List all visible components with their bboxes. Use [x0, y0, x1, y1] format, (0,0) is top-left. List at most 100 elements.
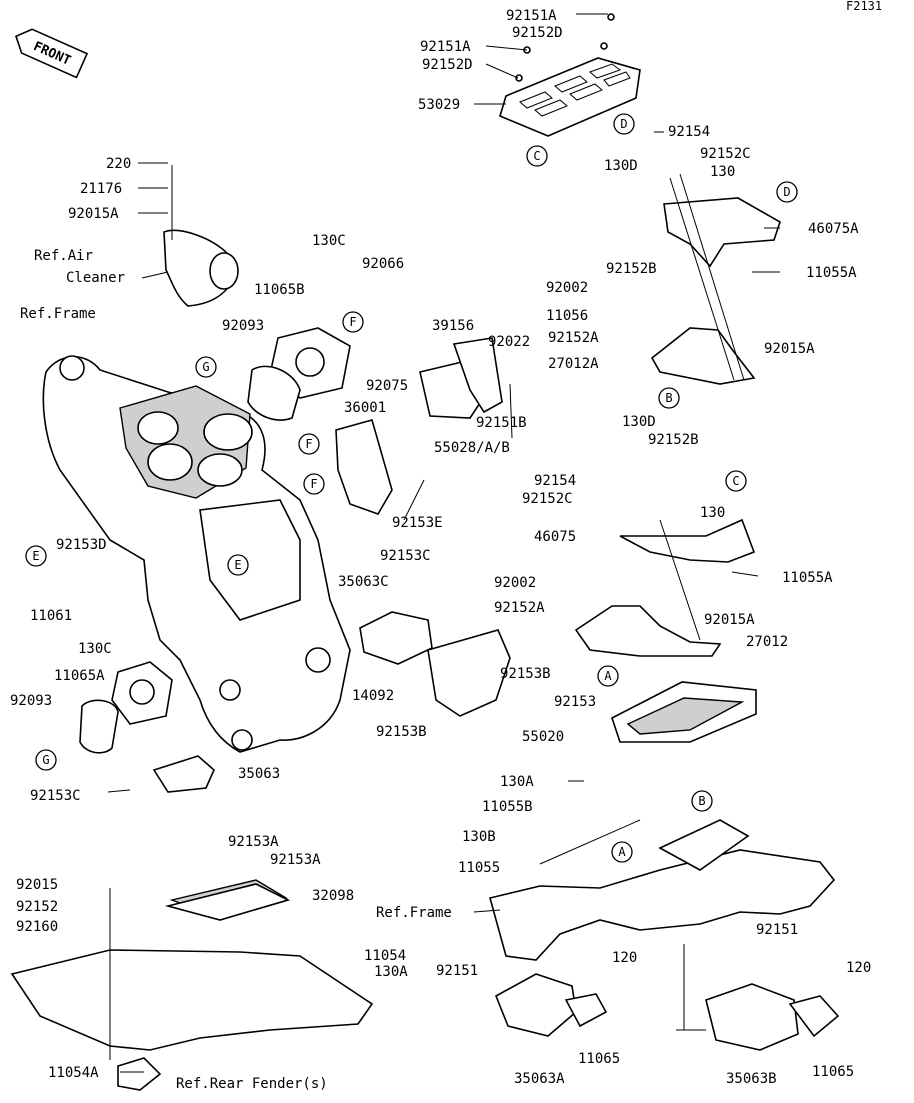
label-36001: 36001 — [344, 400, 386, 416]
svg-text:A: A — [604, 669, 612, 683]
label-92153E: 92153E — [392, 515, 443, 531]
label-92151B: 92151B — [476, 415, 527, 431]
label-130-mid: 130 — [700, 505, 725, 521]
label-130-top: 130 — [710, 164, 735, 180]
svg-text:E: E — [32, 549, 39, 563]
label-92160: 92160 — [16, 919, 58, 935]
label-ref-cleaner: Cleaner — [66, 270, 125, 286]
label-11065-b: 11065 — [812, 1064, 854, 1080]
callout-B-low: B — [691, 790, 713, 812]
label-92152B-top: 92152B — [606, 261, 657, 277]
stay-35063 — [152, 755, 215, 793]
callout-D-right: D — [776, 181, 798, 203]
label-14092: 14092 — [352, 688, 394, 704]
label-92151A-top: 92151A — [506, 8, 557, 24]
label-11065B: 11065B — [254, 282, 305, 298]
label-130C-mid: 130C — [78, 641, 112, 657]
subframe-bracket-46075A — [650, 173, 781, 385]
label-92002-top: 92002 — [546, 280, 588, 296]
label-35063B: 35063B — [726, 1071, 777, 1087]
label-120-b: 120 — [846, 960, 871, 976]
label-92151-low: 92151 — [436, 963, 478, 979]
label-11056: 11056 — [546, 308, 588, 324]
front-arrow-badge: FRONT — [14, 28, 89, 79]
label-92153B-a: 92153B — [500, 666, 551, 682]
figure-code: F2131 — [846, 0, 882, 13]
label-35063A: 35063A — [514, 1071, 565, 1087]
label-92152: 92152 — [16, 899, 58, 915]
label-92152A-top: 92152A — [548, 330, 599, 346]
brackets-center — [335, 337, 503, 515]
label-92022: 92022 — [488, 334, 530, 350]
label-39156: 39156 — [432, 318, 474, 334]
label-92152A-mid: 92152A — [494, 600, 545, 616]
label-53029: 53029 — [418, 97, 460, 113]
label-92075: 92075 — [366, 378, 408, 394]
label-21176: 21176 — [80, 181, 122, 197]
callout-F-c: F — [303, 473, 325, 495]
label-92066: 92066 — [362, 256, 404, 272]
svg-text:F: F — [305, 437, 312, 451]
label-35063C: 35063C — [338, 574, 389, 590]
label-11065A: 11065A — [54, 668, 105, 684]
svg-text:F: F — [310, 477, 317, 491]
main-frame — [42, 355, 351, 753]
subframe-bracket-46075 — [574, 518, 756, 657]
label-130D-mid: 130D — [622, 414, 656, 430]
callout-G-low: G — [35, 749, 57, 771]
part-53029-plate — [499, 13, 641, 137]
label-11054A: 11054A — [48, 1065, 99, 1081]
part-labels: F2131 92151A 92152D 92151A 92152D 53029 … — [10, 0, 882, 1092]
label-46075: 46075 — [534, 529, 576, 545]
callout-C-mid: C — [725, 470, 747, 492]
svg-text:B: B — [665, 391, 672, 405]
svg-text:D: D — [783, 185, 790, 199]
label-11055B: 11055B — [482, 799, 533, 815]
label-92151A-mid: 92151A — [420, 39, 471, 55]
label-92152B-mid: 92152B — [648, 432, 699, 448]
air-intake-covers — [79, 327, 351, 754]
callout-B-mid: B — [658, 387, 680, 409]
label-220: 220 — [106, 156, 131, 172]
callout-E-left: E — [25, 545, 47, 567]
stay-35063C — [359, 611, 511, 717]
label-92152D-mid: 92152D — [422, 57, 473, 73]
label-55028: 55028/A/B — [434, 440, 510, 456]
label-92153A-a: 92153A — [228, 834, 279, 850]
callout-F-b: F — [298, 433, 320, 455]
label-27012: 27012 — [746, 634, 788, 650]
label-92015A-right: 92015A — [764, 341, 815, 357]
label-130D-top: 130D — [604, 158, 638, 174]
label-11054: 11054 — [364, 948, 406, 964]
label-46075A: 46075A — [808, 221, 859, 237]
callout-D-top: D — [613, 113, 635, 135]
svg-text:C: C — [732, 474, 739, 488]
air-cleaner-duct — [163, 165, 239, 307]
part-artwork: FRONT — [10, 13, 840, 1091]
label-11065-a: 11065 — [578, 1051, 620, 1067]
label-92093-top: 92093 — [222, 318, 264, 334]
label-130C-top: 130C — [312, 233, 346, 249]
label-32098: 32098 — [312, 888, 354, 904]
svg-text:F: F — [349, 315, 356, 329]
rear-subframe — [489, 819, 836, 961]
svg-text:B: B — [698, 794, 705, 808]
label-92002-mid: 92002 — [494, 575, 536, 591]
label-11055: 11055 — [458, 860, 500, 876]
label-ref-air: Ref.Air — [34, 248, 93, 264]
label-27012A: 27012A — [548, 356, 599, 372]
label-92152C-mid: 92152C — [522, 491, 573, 507]
leader-lines — [107, 13, 780, 1073]
label-92154-top: 92154 — [668, 124, 710, 140]
label-92153B-b: 92153B — [376, 724, 427, 740]
label-92153-mid: 92153 — [554, 694, 596, 710]
label-130B: 130B — [462, 829, 496, 845]
label-92153A-b: 92153A — [270, 852, 321, 868]
callout-A-low: A — [611, 841, 633, 863]
svg-text:C: C — [533, 149, 540, 163]
label-11061: 11061 — [30, 608, 72, 624]
label-120-a: 120 — [612, 950, 637, 966]
label-92093-mid: 92093 — [10, 693, 52, 709]
stays-35063A-35063B — [494, 944, 840, 1051]
label-92153C-low: 92153C — [30, 788, 81, 804]
